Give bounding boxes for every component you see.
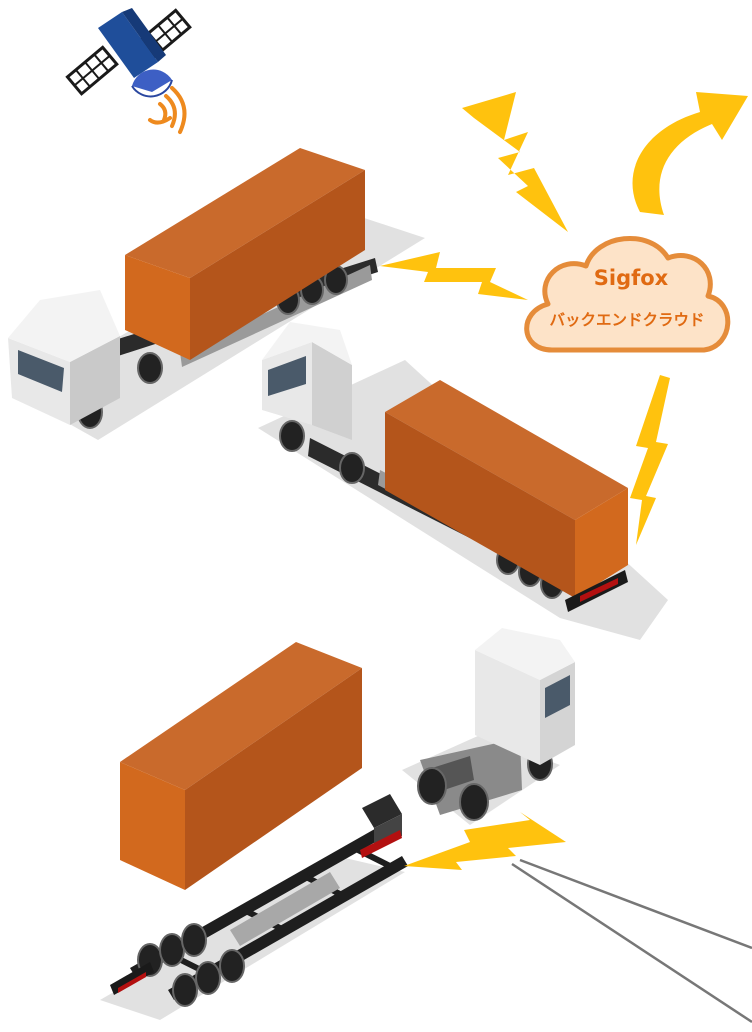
lightning-bolt-icon (404, 812, 566, 870)
lightning-bolt-icon (630, 375, 670, 545)
signal-waves-icon (150, 88, 185, 132)
tractor-unit (402, 628, 575, 825)
curved-arrow-up-icon (633, 92, 749, 215)
cloud-icon: Sigfox バックエンドクラウド (527, 238, 728, 350)
lightning-bolt-icon (380, 252, 528, 300)
callout-leader-lines (512, 860, 752, 1022)
detached-container (120, 642, 362, 890)
lightning-bolt-icon (462, 92, 568, 232)
cloud-title: Sigfox (594, 266, 669, 290)
cloud-subtitle: バックエンドクラウド (549, 311, 704, 329)
satellite-icon (67, 8, 189, 96)
truck-with-container-2 (258, 322, 668, 640)
